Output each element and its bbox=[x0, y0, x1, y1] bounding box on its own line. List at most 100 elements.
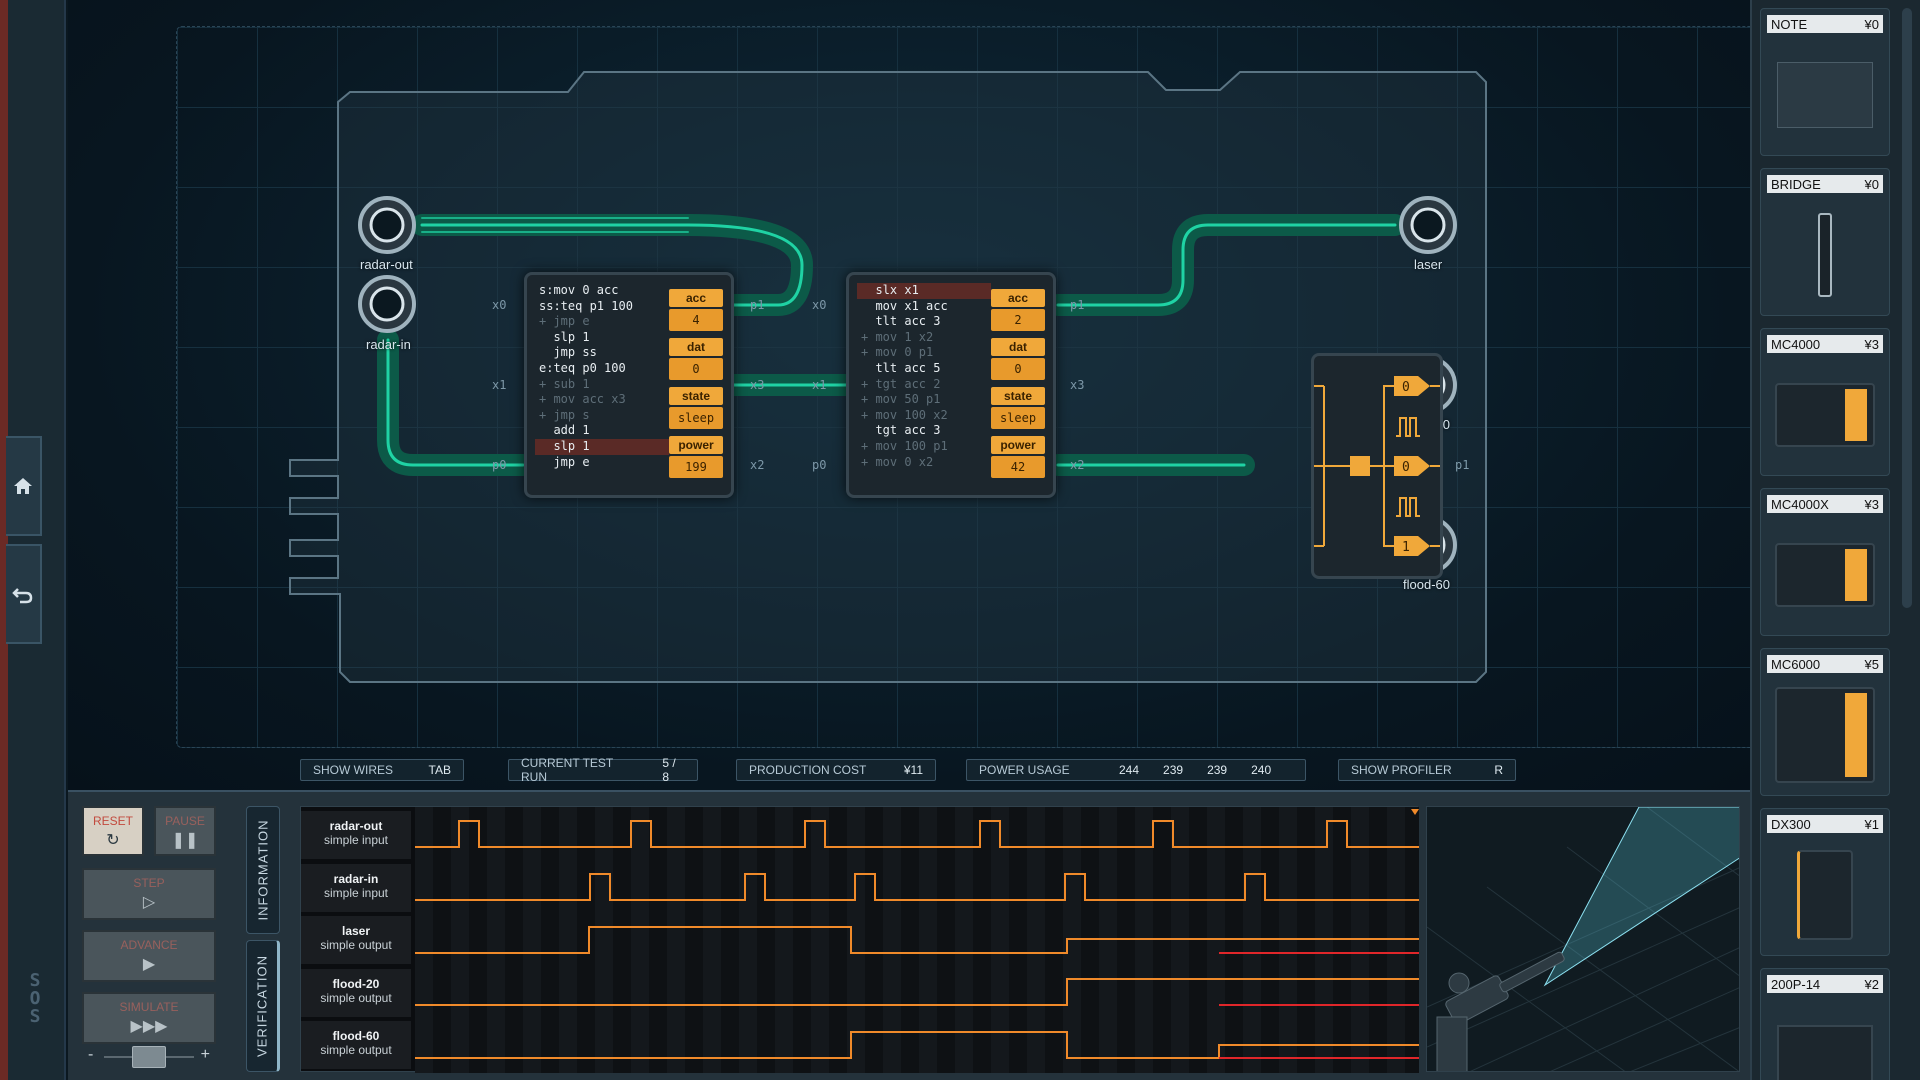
part-note[interactable]: NOTE¥0 bbox=[1760, 8, 1890, 156]
code-line[interactable]: + mov 0 x2 bbox=[861, 454, 934, 469]
code-line[interactable]: tlt acc 5 bbox=[861, 360, 941, 375]
chip-1-pin-x1: x1 bbox=[492, 378, 507, 392]
code-line[interactable]: + mov 100 x2 bbox=[861, 407, 948, 422]
pause-button[interactable]: PAUSE ❚❚ bbox=[154, 806, 216, 856]
chip-1-pin-x2: x2 bbox=[750, 458, 765, 472]
part-mc4000x[interactable]: MC4000X¥3 bbox=[1760, 488, 1890, 636]
code-line[interactable]: + tgt acc 2 bbox=[861, 376, 941, 391]
show-profiler-button[interactable]: SHOW PROFILER R bbox=[1338, 759, 1516, 781]
part-mc6000[interactable]: MC6000¥5 bbox=[1760, 648, 1890, 796]
part-name: MC6000 bbox=[1771, 656, 1821, 672]
flood-20-wave bbox=[415, 978, 1219, 1006]
advance-button[interactable]: ADVANCE ▶ bbox=[82, 930, 216, 982]
code-line[interactable]: mov x1 acc bbox=[861, 298, 948, 313]
code-line[interactable]: + mov 0 p1 bbox=[861, 345, 934, 360]
code-line[interactable]: + mov acc x3 bbox=[539, 392, 626, 407]
undo-button[interactable] bbox=[6, 544, 42, 644]
part-preview bbox=[1775, 687, 1875, 783]
home-button[interactable] bbox=[6, 436, 42, 536]
simulate-button[interactable]: SIMULATE ▶▶▶ bbox=[82, 992, 216, 1044]
signal-type: simple output bbox=[320, 990, 392, 1005]
code-line[interactable]: add 1 bbox=[539, 423, 590, 438]
show-wires-key: TAB bbox=[428, 763, 451, 777]
port-radar-out bbox=[358, 196, 416, 254]
show-profiler-label: SHOW PROFILER bbox=[1351, 763, 1452, 777]
part-cost: ¥0 bbox=[1864, 16, 1879, 32]
chip-1-pin-p0: p0 bbox=[492, 458, 507, 472]
power-usage-value: 244 bbox=[1119, 763, 1140, 777]
speed-minus[interactable]: - bbox=[88, 1046, 94, 1063]
part-header: 200P-14 ¥2 bbox=[1767, 975, 1883, 993]
register-name: power bbox=[669, 436, 723, 454]
code-line[interactable]: slp 1 bbox=[535, 438, 669, 455]
dx300-chip[interactable]: 0 0 1 bbox=[1311, 353, 1443, 579]
code-line[interactable]: jmp ss bbox=[539, 345, 597, 360]
part-dx300[interactable]: DX300 ¥1 bbox=[1760, 808, 1890, 956]
part-name: DX300 bbox=[1771, 816, 1811, 832]
mc6000-chip-2[interactable]: slx x1 mov x1 acc tlt acc 3+ mov 1 x2+ m… bbox=[846, 272, 1056, 498]
port-label-radar-in: radar-in bbox=[366, 337, 411, 352]
chip-2-pin-p1: p1 bbox=[1070, 298, 1085, 312]
power-usage-label: POWER USAGE bbox=[979, 763, 1070, 777]
code-line[interactable]: tgt acc 3 bbox=[861, 423, 941, 438]
register-value: 4 bbox=[669, 309, 723, 331]
dx300-preview bbox=[1797, 850, 1853, 940]
parts-scrollbar[interactable] bbox=[1902, 8, 1912, 608]
power-usage-indicator: POWER USAGE 244 239 239 240 bbox=[966, 759, 1306, 781]
part-cost: ¥1 bbox=[1864, 816, 1879, 832]
code-line[interactable]: ss:teq p1 100 bbox=[539, 298, 633, 313]
tab-information[interactable]: INFORMATION bbox=[246, 806, 280, 934]
code-line[interactable]: s:mov 0 acc bbox=[539, 283, 619, 297]
speed-plus[interactable]: + bbox=[200, 1046, 210, 1063]
signal-name: radar-in bbox=[333, 871, 379, 886]
chip-2-pin-x3: x3 bbox=[1070, 378, 1085, 392]
code-line[interactable]: slp 1 bbox=[539, 329, 590, 344]
speed-thumb[interactable] bbox=[132, 1046, 166, 1068]
step-button[interactable]: STEP ▷ bbox=[82, 868, 216, 920]
dx300-pin-p1: p1 bbox=[1455, 458, 1470, 472]
register-value: 0 bbox=[669, 358, 723, 380]
code-line[interactable]: + jmp s bbox=[539, 407, 590, 422]
show-wires-button[interactable]: SHOW WIRES TAB bbox=[300, 759, 464, 781]
test-run-value: 5 / 8 bbox=[662, 756, 676, 784]
code-line[interactable]: tlt acc 3 bbox=[861, 314, 941, 329]
part-header: BRIDGE¥0 bbox=[1767, 175, 1883, 193]
pause-label: PAUSE bbox=[165, 814, 205, 828]
code-line[interactable]: + mov 50 p1 bbox=[861, 392, 941, 407]
part-bridge[interactable]: BRIDGE¥0 bbox=[1760, 168, 1890, 316]
status-bar: SHOW WIRES TAB CURRENT TEST RUN 5 / 8 PR… bbox=[68, 750, 1750, 790]
register-name: acc bbox=[991, 289, 1045, 307]
tab-verification[interactable]: VERIFICATION bbox=[246, 940, 280, 1072]
part-200p-14[interactable]: 200P-14 ¥2 bbox=[1760, 968, 1890, 1080]
part-preview bbox=[1775, 47, 1875, 143]
bridge-preview bbox=[1818, 213, 1832, 297]
radar-out-wave bbox=[415, 820, 1419, 848]
chip-2-code[interactable]: slx x1 mov x1 acc tlt acc 3+ mov 1 x2+ m… bbox=[857, 283, 991, 470]
code-line[interactable]: + jmp e bbox=[539, 314, 590, 329]
code-line[interactable]: jmp e bbox=[539, 454, 590, 469]
pulse-icon bbox=[1396, 497, 1420, 517]
code-line[interactable]: slx x1 bbox=[857, 283, 991, 299]
code-line[interactable]: e:teq p0 100 bbox=[539, 360, 626, 375]
part-cost: ¥2 bbox=[1864, 976, 1879, 992]
part-name: MC4000 bbox=[1771, 336, 1821, 352]
register-value: sleep bbox=[991, 407, 1045, 429]
note-preview bbox=[1777, 62, 1873, 128]
tab-information-label: INFORMATION bbox=[255, 819, 271, 921]
code-line[interactable]: + mov 100 p1 bbox=[861, 438, 948, 453]
part-mc4000[interactable]: MC4000¥3 bbox=[1760, 328, 1890, 476]
tab-verification-label: VERIFICATION bbox=[254, 954, 270, 1058]
undo-icon bbox=[12, 588, 33, 604]
code-line[interactable]: + mov 1 x2 bbox=[861, 329, 934, 344]
advance-label: ADVANCE bbox=[120, 938, 178, 952]
speed-slider[interactable]: - + bbox=[82, 1046, 216, 1068]
code-line[interactable]: + sub 1 bbox=[539, 376, 590, 391]
reset-button[interactable]: RESET ↻ bbox=[82, 806, 144, 856]
part-name: 200P-14 bbox=[1771, 976, 1821, 992]
